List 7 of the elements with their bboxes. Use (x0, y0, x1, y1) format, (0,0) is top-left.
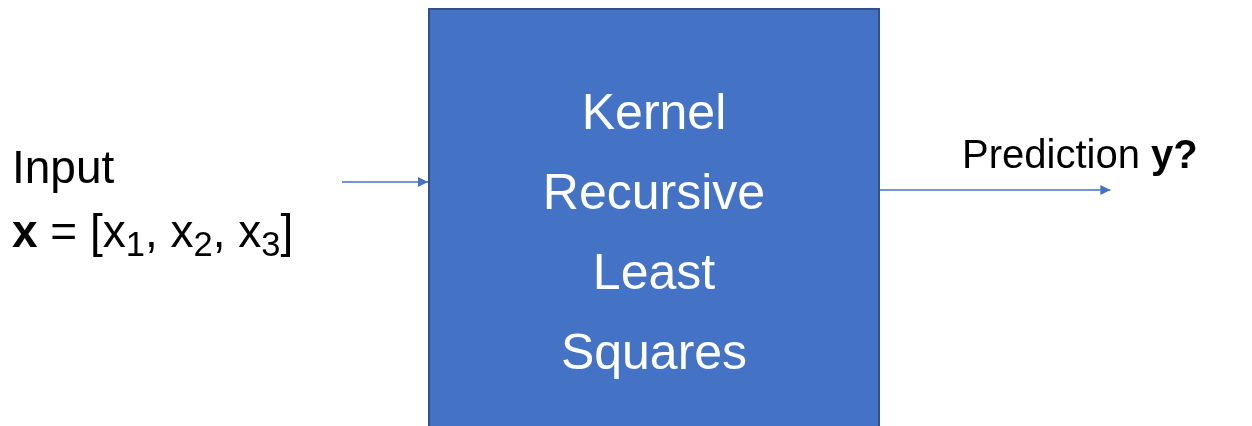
process-box (428, 8, 880, 426)
input-formula: x = [x$_{1}$, x$_{2}$, x$_{3}$] (12, 204, 294, 263)
box-label: Kernel Recursive Least Squares (541, 83, 767, 382)
arrow (879, 185, 1112, 195)
input-label: Input (12, 140, 115, 195)
arrow (341, 177, 429, 187)
output-label: Prediction y? (962, 131, 1198, 178)
